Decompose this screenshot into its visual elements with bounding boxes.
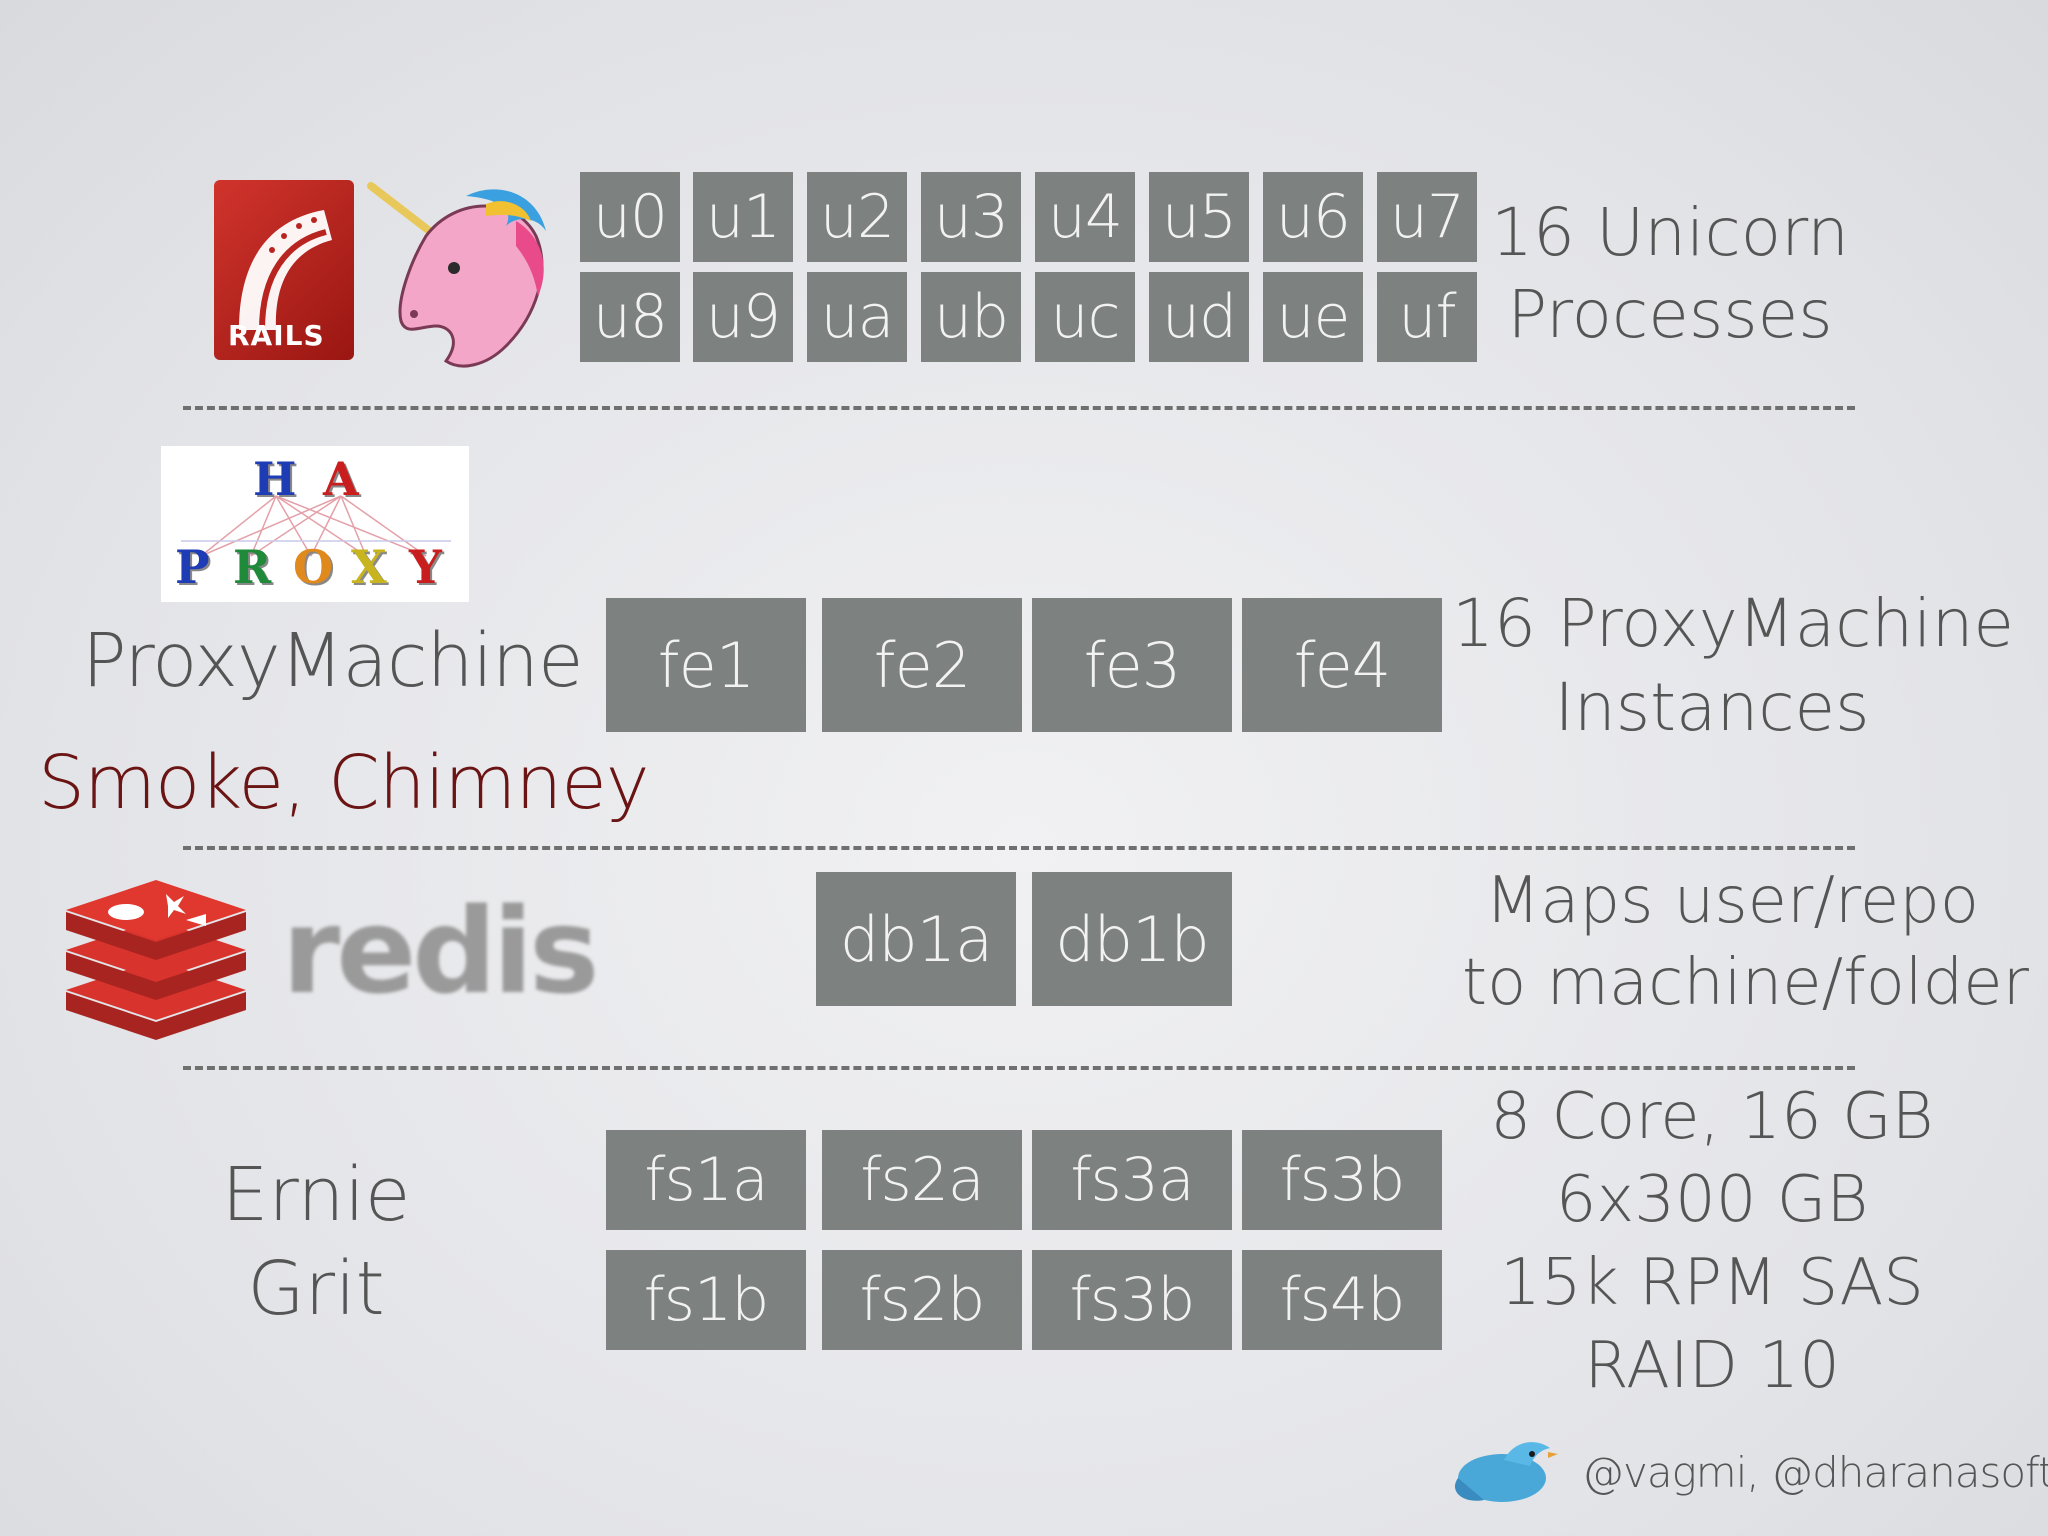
fs-name-line1: Ernie	[221, 1152, 411, 1238]
fs-server-box: fs3b	[1242, 1130, 1442, 1230]
redis-logo-text: redis	[282, 882, 599, 1020]
unicorn-process-box: u5	[1149, 172, 1249, 262]
unicorn-logo	[366, 176, 554, 372]
unicorn-process-box: ue	[1263, 272, 1363, 362]
proxy-instance-box: fe4	[1242, 598, 1442, 732]
fs-server-box: fs1b	[606, 1250, 806, 1350]
unicorn-desc-line2: Processes	[1507, 276, 1833, 353]
separator-2	[183, 846, 1855, 850]
rails-logo: RAILS	[214, 180, 354, 360]
fs-server-box: fs2b	[822, 1250, 1022, 1350]
proxy-subname: Smoke, Chimney	[38, 740, 650, 826]
haproxy-logo: H A P R O X Y	[161, 446, 469, 602]
haproxy-letter: H	[253, 452, 297, 506]
separator-3	[183, 1066, 1855, 1070]
fs-name-line2: Grit	[247, 1246, 385, 1332]
fs-server-box: fs1a	[606, 1130, 806, 1230]
unicorn-process-box: u0	[580, 172, 680, 262]
unicorn-process-box: u8	[580, 272, 680, 362]
redis-instance-box: db1b	[1032, 872, 1232, 1006]
fs-spec-line2: 6x300 GB	[1555, 1163, 1869, 1237]
twitter-handle: @vagmi, @dharanasoft	[1582, 1448, 2048, 1497]
fs-server-box: fs3b	[1032, 1250, 1232, 1350]
haproxy-letter: X	[351, 540, 387, 594]
proxy-name: ProxyMachine	[82, 618, 583, 704]
proxy-instance-box: fe3	[1032, 598, 1232, 732]
proxy-desc-line2: Instances	[1554, 669, 1870, 746]
separator-1	[183, 406, 1855, 410]
haproxy-letter: O	[293, 540, 334, 594]
haproxy-letter: R	[233, 540, 272, 594]
haproxy-letter: P	[175, 540, 210, 594]
fs-spec-line4: RAID 10	[1584, 1329, 1840, 1403]
fs-specs: 8 Core, 16 GB 6x300 GB 15k RPM SAS RAID …	[1472, 1076, 1952, 1408]
redis-desc-line1: Maps user/repo	[1485, 864, 1979, 938]
unicorn-process-box: ud	[1149, 272, 1249, 362]
unicorn-desc: 16 Unicorn Processes	[1490, 192, 1850, 356]
unicorn-desc-line1: 16 Unicorn	[1491, 194, 1849, 271]
fs-spec-line3: 15k RPM SAS	[1500, 1246, 1924, 1320]
unicorn-process-box: uf	[1377, 272, 1477, 362]
unicorn-process-box: uc	[1035, 272, 1135, 362]
unicorn-process-box: u2	[807, 172, 907, 262]
proxy-instance-box: fe1	[606, 598, 806, 732]
unicorn-process-box: ua	[807, 272, 907, 362]
unicorn-process-box: u7	[1377, 172, 1477, 262]
unicorn-process-box: u6	[1263, 172, 1363, 262]
fs-spec-line1: 8 Core, 16 GB	[1490, 1080, 1934, 1154]
redis-logo: redis	[56, 872, 599, 1042]
twitter-bird-icon	[1444, 1432, 1560, 1512]
unicorn-process-box: u1	[693, 172, 793, 262]
unicorn-process-box: u9	[693, 272, 793, 362]
fs-server-box: fs3a	[1032, 1130, 1232, 1230]
proxy-desc: 16 ProxyMachine Instances	[1452, 582, 2015, 750]
fs-name: Ernie Grit	[196, 1148, 436, 1336]
unicorn-process-box: u3	[921, 172, 1021, 262]
haproxy-letter: A	[323, 452, 359, 506]
proxy-instance-box: fe2	[822, 598, 1022, 732]
fs-server-box: fs2a	[822, 1130, 1022, 1230]
rails-logo-text: RAILS	[228, 319, 325, 352]
redis-desc: Maps user/repo to machine/folder	[1462, 860, 2029, 1024]
haproxy-letter: Y	[409, 540, 442, 594]
proxy-desc-line1: 16 ProxyMachine	[1452, 585, 2015, 662]
redis-desc-line2: to machine/folder	[1462, 946, 2029, 1020]
unicorn-process-box: u4	[1035, 172, 1135, 262]
unicorn-process-box: ub	[921, 272, 1021, 362]
fs-server-box: fs4b	[1242, 1250, 1442, 1350]
redis-instance-box: db1a	[816, 872, 1016, 1006]
